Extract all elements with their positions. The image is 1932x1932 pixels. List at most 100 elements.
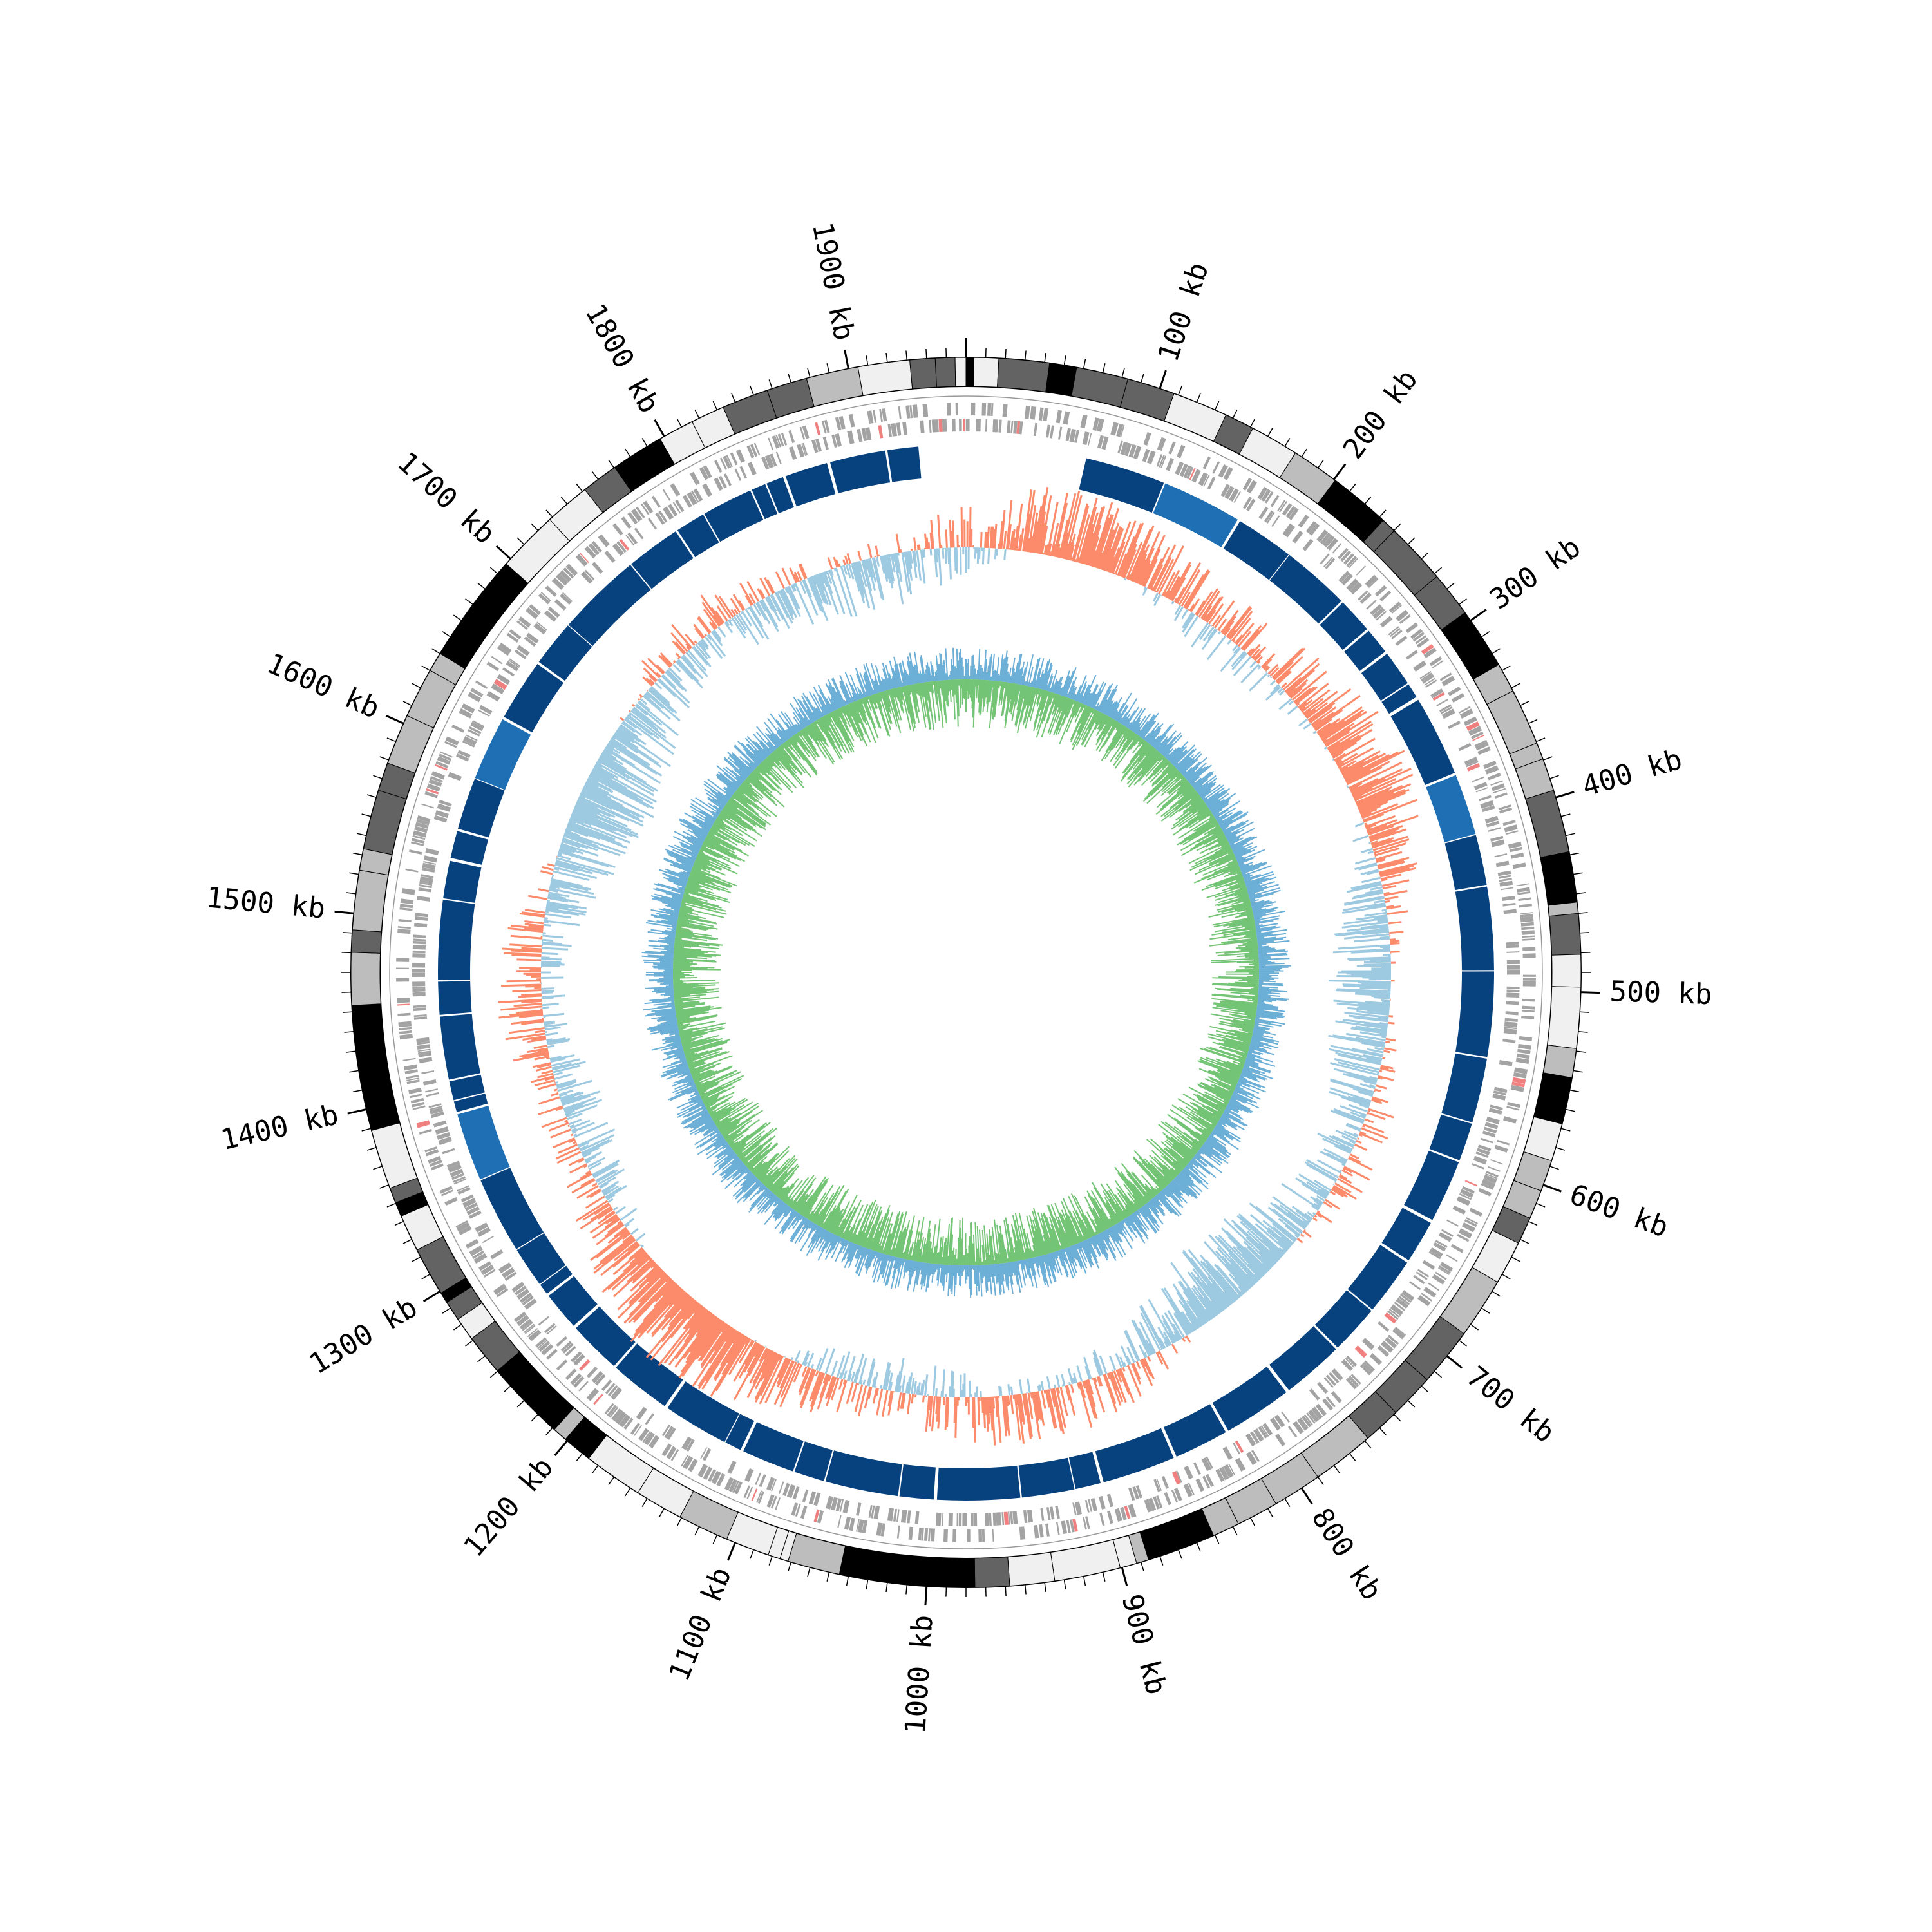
gc-deviation-bar: [1213, 862, 1238, 874]
gc-skew-bar: [1323, 1201, 1332, 1208]
gc-skew-bar: [561, 1094, 583, 1104]
gc-deviation-bar: [1105, 1202, 1119, 1224]
gc-skew-bar: [778, 1354, 782, 1361]
gc-skew-bar: [1371, 837, 1394, 846]
gc-deviation-bar: [907, 1253, 909, 1260]
gene: [412, 969, 426, 973]
gc-skew-bar: [562, 1095, 591, 1106]
gene: [1188, 1482, 1195, 1495]
gc-skew-bar: [1147, 558, 1163, 589]
gc-deviation-bar: [1187, 808, 1209, 824]
gc-deviation-bar: [1242, 1041, 1251, 1045]
synteny-block: [438, 981, 472, 1015]
gene: [844, 1517, 851, 1530]
gc-skew-bar: [1127, 574, 1131, 580]
gc-skew-bar: [1351, 882, 1382, 891]
gc-content-bar: [1250, 1041, 1264, 1046]
gc-skew-bar: [1148, 1298, 1175, 1344]
gene: [1510, 852, 1524, 859]
gc-content-bar: [1250, 899, 1259, 903]
gene: [1433, 1242, 1446, 1252]
gc-skew-bar: [826, 570, 833, 584]
gc-content-bar: [1028, 1258, 1034, 1276]
gc-deviation-bar: [1163, 1147, 1186, 1168]
gc-content-bar: [1249, 1047, 1274, 1056]
gc-skew-bar: [1362, 799, 1418, 822]
gc-deviation-bar: [1206, 873, 1242, 887]
gene: [1494, 853, 1508, 858]
gene: [399, 904, 413, 909]
gc-deviation-bar: [925, 1232, 931, 1263]
gc-skew-bar: [1389, 931, 1404, 934]
gc-content-bar: [911, 1260, 916, 1277]
gc-skew-bar: [1351, 1026, 1387, 1034]
gc-deviation-bar: [983, 1225, 988, 1265]
gc-skew-bar: [1336, 988, 1391, 993]
gc-skew-bar: [1255, 1222, 1288, 1252]
gc-deviation-bar: [1229, 867, 1240, 873]
gc-skew-bar: [1151, 544, 1177, 591]
gene: [1390, 1304, 1404, 1316]
gc-skew-bar: [1202, 1261, 1236, 1302]
gc-content-bar: [1257, 999, 1273, 1003]
gc-skew-bar: [1120, 1345, 1130, 1365]
gc-deviation-bar: [1239, 895, 1249, 899]
gene: [1193, 1462, 1201, 1475]
gc-content-bar: [1094, 1235, 1108, 1261]
gc-deviation-bar: [1168, 779, 1187, 795]
gc-deviation-bar: [1204, 1091, 1229, 1104]
gc-skew-bar: [601, 1252, 648, 1293]
gc-deviation-bar: [1050, 1228, 1059, 1251]
gc-skew-bar: [1337, 944, 1390, 950]
gc-content-bar: [1155, 742, 1162, 750]
gene: [396, 958, 410, 962]
gc-deviation-bar: [1146, 1139, 1182, 1172]
gc-deviation-bar: [1115, 723, 1121, 730]
gc-content-bar: [1251, 1037, 1278, 1045]
gc-skew-bar: [1016, 1394, 1025, 1444]
gc-skew-bar: [544, 1054, 549, 1057]
gc-deviation-bar: [1177, 1122, 1206, 1143]
gene: [857, 1519, 864, 1533]
gc-skew-bar: [565, 827, 589, 837]
gc-content-bar: [1249, 887, 1280, 897]
gc-deviation-bar: [1180, 1142, 1196, 1155]
gc-skew-bar: [599, 755, 659, 792]
gc-deviation-bar: [1231, 898, 1250, 905]
gc-deviation-bar: [1238, 943, 1258, 947]
gc-content-bar: [1012, 672, 1016, 684]
gc-deviation-bar: [949, 1217, 953, 1265]
gc-deviation-bar: [1163, 1164, 1177, 1178]
gc-skew-bar: [654, 681, 663, 690]
gc-deviation-bar: [1225, 889, 1247, 897]
gc-deviation-bar: [1162, 773, 1182, 793]
gc-content-bar: [1240, 1075, 1244, 1078]
gc-deviation-bar: [815, 1200, 831, 1225]
synteny-block: [538, 625, 592, 681]
gc-content-bar: [1160, 736, 1177, 754]
gc-deviation-bar: [1251, 936, 1257, 939]
gene: [406, 1074, 419, 1079]
gc-skew-bar: [1003, 530, 1007, 549]
gc-skew-bar: [869, 558, 877, 583]
gc-content-bar: [1141, 1207, 1160, 1232]
gc-content-bar: [1187, 768, 1203, 782]
gc-deviation-bar: [1221, 904, 1252, 913]
gc-skew-bar: [560, 844, 577, 851]
gc-skew-bar: [1148, 1342, 1155, 1354]
gc-skew-bar: [1279, 1204, 1309, 1227]
gc-deviation-bar: [813, 1209, 824, 1224]
gc-skew-bar: [885, 1370, 891, 1390]
gc-skew-bar: [593, 1238, 636, 1274]
gene: [1327, 538, 1338, 551]
gene: [1325, 558, 1336, 569]
gc-skew-bar: [617, 1220, 622, 1225]
gc-content-bar: [1047, 676, 1054, 692]
gc-content-bar: [1252, 904, 1273, 911]
gc-content-bar: [1231, 1095, 1260, 1109]
gc-content-bar: [1103, 688, 1117, 714]
gene: [560, 593, 572, 605]
gc-skew-bar: [617, 1267, 661, 1311]
gc-deviation-bar: [1057, 699, 1073, 735]
gc-deviation-bar: [1083, 705, 1086, 708]
